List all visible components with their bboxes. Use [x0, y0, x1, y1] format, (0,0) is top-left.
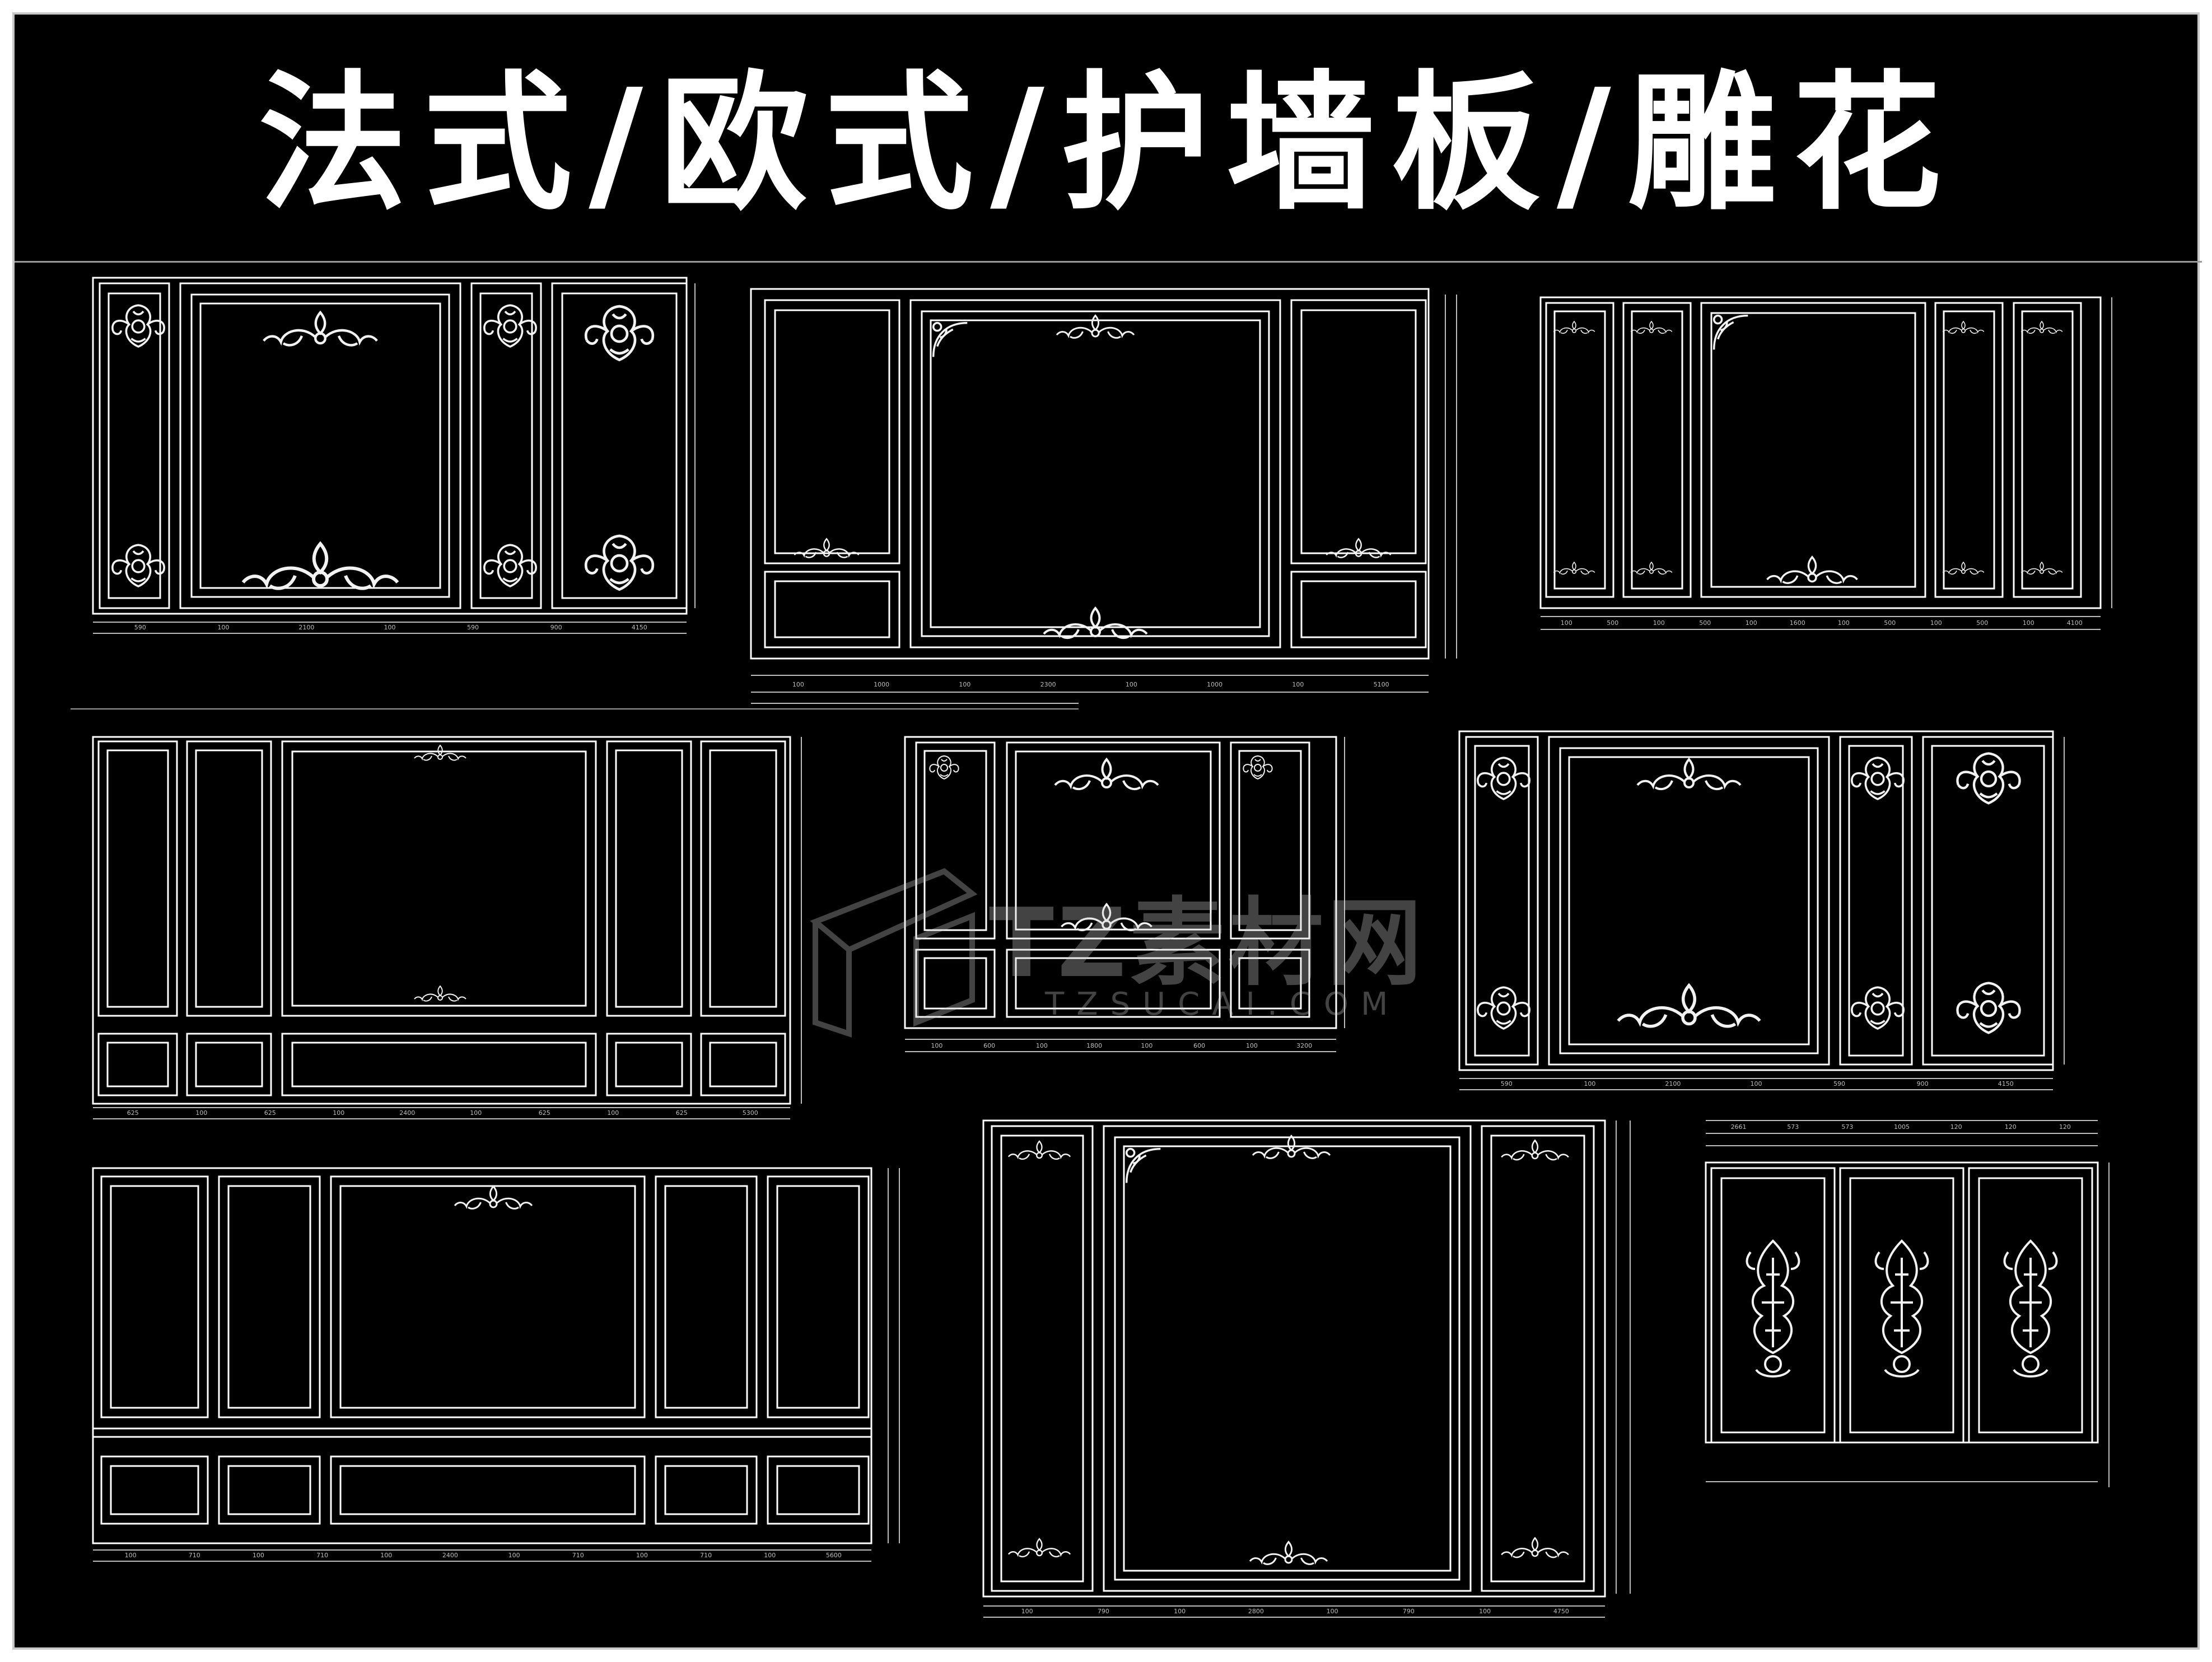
dimension-label: 4150: [1998, 1080, 2014, 1087]
dimension-label: 590: [134, 624, 146, 631]
dimension-label: 500: [1976, 619, 1988, 627]
dimension-label: 100: [636, 1552, 648, 1559]
elevation-8: [982, 1119, 1631, 1618]
dimension-label: 100: [1838, 619, 1850, 627]
dimension-label: 100: [217, 624, 229, 631]
dimension-label: 100: [1246, 1042, 1258, 1049]
dimension-label: 1000: [874, 681, 889, 688]
dimension-label: 100: [333, 1109, 344, 1117]
elevation-4: [92, 736, 802, 1119]
dimension-label: 1600: [1790, 619, 1805, 627]
dimension-label: 100: [2023, 619, 2034, 627]
dimension-label: 590: [467, 624, 479, 631]
dimension-label: 3200: [1296, 1042, 1312, 1049]
dimension-label: 900: [550, 624, 562, 631]
dimension-label: 100: [1930, 619, 1942, 627]
dimension-label: 100: [1126, 681, 1137, 688]
dimension-label: 100: [607, 1109, 619, 1117]
elevation-7: [92, 1167, 900, 1562]
dimension-label: 625: [127, 1109, 139, 1117]
dimension-label: 710: [700, 1552, 712, 1559]
dimension-label: 120: [2059, 1123, 2071, 1131]
dimension-label: 500: [1884, 619, 1896, 627]
dimension-label: 500: [1699, 619, 1711, 627]
dimension-label: 2661: [1731, 1123, 1747, 1131]
watermark: TZ素材网 TZSUCAI.COM: [804, 855, 1465, 1039]
dimension-label: 120: [2005, 1123, 2017, 1131]
dimension-label: 590: [1833, 1080, 1845, 1087]
dimension-label: 4750: [1553, 1608, 1569, 1615]
elevation-1: [92, 277, 696, 634]
dimension-label: 2100: [298, 624, 314, 631]
dimension-label: 573: [1787, 1123, 1799, 1131]
cad-elevations: 590 100 2100 100 590 900 4150 100 1000 100 2300 100…: [71, 277, 2112, 1618]
dimension-label: 710: [316, 1552, 328, 1559]
dimension-label: 100: [1746, 619, 1757, 627]
dimension-label: 100: [384, 624, 396, 631]
dimension-label: 100: [931, 1042, 942, 1049]
tz-logo-icon: [810, 868, 978, 1038]
dimension-label: 5300: [743, 1109, 758, 1117]
dimension-label: 100: [195, 1109, 207, 1117]
dimension-label: 4100: [2067, 619, 2083, 627]
dimension-label: 5600: [826, 1552, 842, 1559]
dimension-label: 625: [539, 1109, 550, 1117]
dimension-label: 4150: [632, 624, 647, 631]
dimension-label: 1800: [1086, 1042, 1102, 1049]
dimension-label: 100: [1479, 1608, 1491, 1615]
dimension-label: 100: [1751, 1080, 1762, 1087]
dimension-label: 100: [1561, 619, 1572, 627]
dimension-label: 590: [1501, 1080, 1513, 1087]
dimension-label: 100: [792, 681, 804, 688]
dimension-label: 100: [1174, 1608, 1186, 1615]
dimension-label: 100: [125, 1552, 137, 1559]
dimension-label: 100: [508, 1552, 520, 1559]
dimension-label: 1005: [1894, 1123, 1910, 1131]
dimension-label: 2100: [1665, 1080, 1681, 1087]
elevation-9: [1705, 1120, 2110, 1487]
dimension-label: 600: [983, 1042, 995, 1049]
dimension-label: 500: [1607, 619, 1618, 627]
dimension-label: 900: [1917, 1080, 1929, 1087]
dimension-label: 100: [1036, 1042, 1048, 1049]
dimension-label: 100: [470, 1109, 482, 1117]
dimension-label: 1000: [1207, 681, 1222, 688]
dimension-label: 100: [1141, 1042, 1152, 1049]
dimension-label: 600: [1193, 1042, 1205, 1049]
dimension-label: 5100: [1374, 681, 1389, 688]
dimension-label: 100: [1292, 681, 1304, 688]
dimension-label: 2300: [1040, 681, 1056, 688]
elevation-2: [750, 288, 1457, 704]
watermark-brand: TZ素材网: [989, 888, 1426, 999]
dimension-label: 100: [380, 1552, 392, 1559]
dimension-label: 710: [189, 1552, 200, 1559]
dimension-label: 120: [1950, 1123, 1962, 1131]
dimension-label: 100: [253, 1552, 264, 1559]
dimension-label: 625: [264, 1109, 276, 1117]
drawing-sheet: 法式/欧式/护墙板/雕花: [12, 12, 2202, 1650]
dimension-label: 100: [959, 681, 970, 688]
dimension-label: 100: [1653, 619, 1665, 627]
elevation-3: [1539, 296, 2112, 630]
title-divider: [15, 261, 2202, 263]
elevation-5: [904, 736, 1345, 1052]
dimension-label: 100: [764, 1552, 776, 1559]
dimension-label: 100: [1021, 1608, 1033, 1615]
dimension-label: 625: [676, 1109, 688, 1117]
dimension-label: 790: [1403, 1608, 1415, 1615]
dimension-label: 100: [1584, 1080, 1595, 1087]
dimension-label: 790: [1098, 1608, 1109, 1615]
dimension-label: 100: [1327, 1608, 1338, 1615]
dimension-label: 2800: [1248, 1608, 1264, 1615]
dimension-label: 2400: [399, 1109, 415, 1117]
watermark-domain: TZSUCAI.COM: [1045, 986, 1401, 1023]
dimension-label: 710: [572, 1552, 584, 1559]
elevation-6: [1458, 730, 2065, 1090]
dimension-label: 2400: [442, 1552, 458, 1559]
sheet-title: 法式/欧式/护墙板/雕花: [258, 56, 1958, 230]
dimension-label: 573: [1841, 1123, 1853, 1131]
